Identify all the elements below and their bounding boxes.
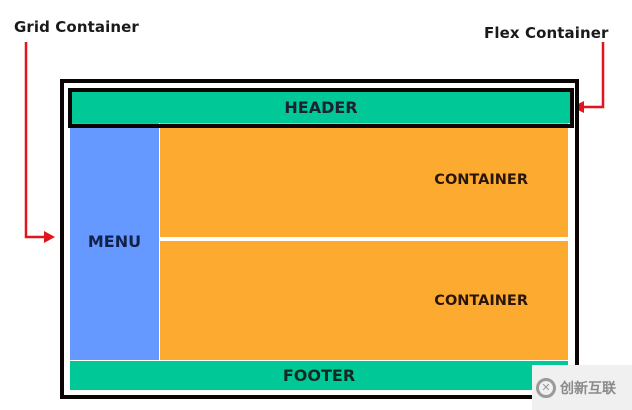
flex-container-box [68,88,574,128]
watermark-text: 创新互联 [560,380,616,397]
grid-arrow-head [44,231,55,243]
watermark: ✕ 创新互联 [532,365,632,410]
header-block: HEADER [72,92,570,123]
container-block-2: CONTAINER [160,241,568,360]
flex-container-arrow [584,42,605,109]
footer-block: FOOTER [70,361,568,390]
x-circle-logo-icon: ✕ [536,377,556,398]
menu-block: MENU [70,123,159,360]
grid-container-label: Grid Container [14,18,139,36]
grid-container-arrow [24,42,44,239]
container-block-1: CONTAINER [160,123,568,237]
flex-container-label: Flex Container [484,24,609,42]
